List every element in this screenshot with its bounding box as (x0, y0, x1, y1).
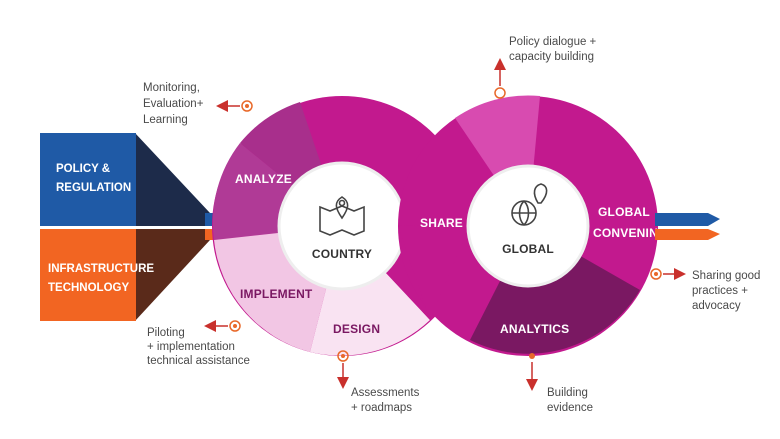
annotation-policy-dialogue: Policy dialogue + capacity building (494, 36, 597, 99)
monitoring-line3: Learning (143, 114, 188, 126)
building-line2: evidence (547, 402, 593, 414)
policy-dialogue-dot (494, 87, 506, 99)
monitoring-dot (241, 100, 253, 112)
assessments-dot (337, 350, 349, 362)
monitoring-line2: Evaluation+ (143, 98, 204, 110)
monitoring-line1: Monitoring, (143, 82, 200, 94)
sharing-line1: Sharing good (692, 270, 760, 282)
infra-title-line2: TECHNOLOGY (48, 282, 129, 294)
share-label: SHARE (420, 216, 463, 230)
global-label: GLOBAL (502, 242, 554, 256)
infra-funnel (135, 229, 210, 321)
policy-dialogue-line1: Policy dialogue + (509, 36, 597, 48)
sharing-line3: advocacy (692, 300, 741, 312)
map-pin-icon (319, 196, 365, 236)
policy-dialogue-line2: capacity building (509, 51, 594, 63)
sharing-dot (650, 268, 662, 280)
piloting-line3: technical assistance (147, 355, 250, 367)
piloting-line2: + implementation (147, 341, 235, 353)
annotation-monitoring: Monitoring, Evaluation+ Learning (143, 82, 253, 126)
output-arrow-orange (655, 229, 720, 240)
assessments-line1: Assessments (351, 387, 420, 399)
annotation-building-evidence: Building evidence (526, 353, 593, 414)
output-arrow-blue (655, 213, 720, 226)
sharing-line2: practices + (692, 285, 748, 297)
infra-connector (205, 229, 219, 240)
analyze-label: ANALYZE (235, 172, 292, 186)
piloting-dot (229, 320, 241, 332)
assessments-line2: + roadmaps (351, 402, 412, 414)
analytics-label: ANALYTICS (500, 322, 569, 336)
global-center (466, 164, 590, 288)
annotation-assessments: Assessments + roadmaps (337, 350, 420, 414)
building-dot (529, 353, 535, 359)
globe-pin-icon (511, 183, 548, 226)
global-loop: GLOBAL GLOBAL CONVENING ANALYTICS (398, 95, 667, 356)
infra-box-bg (40, 229, 136, 321)
implement-label: IMPLEMENT (240, 287, 313, 301)
policy-funnel (135, 133, 210, 226)
infra-title-line1: INFRASTRUCTURE (48, 263, 154, 275)
policy-regulation-box: POLICY & REGULATION (40, 133, 210, 226)
share-bridge (398, 225, 470, 320)
policy-title-line1: POLICY & (56, 163, 110, 175)
country-center (277, 161, 407, 291)
global-convening-label-line1: GLOBAL (598, 205, 650, 219)
country-label: COUNTRY (312, 247, 372, 261)
global-convening-label-line2: CONVENING (593, 226, 667, 240)
annotation-sharing: Sharing good practices + advocacy (650, 268, 760, 312)
infrastructure-technology-box: INFRASTRUCTURE TECHNOLOGY (40, 229, 210, 321)
policy-title-line2: REGULATION (56, 182, 131, 194)
annotation-piloting: Piloting + implementation technical assi… (147, 320, 250, 367)
building-line1: Building (547, 387, 588, 399)
policy-box-bg (40, 133, 136, 226)
country-loop: COUNTRY ANALYZE IMPLEMENT DESIGN (212, 96, 472, 356)
design-label: DESIGN (333, 322, 380, 336)
piloting-line1: Piloting (147, 327, 185, 339)
